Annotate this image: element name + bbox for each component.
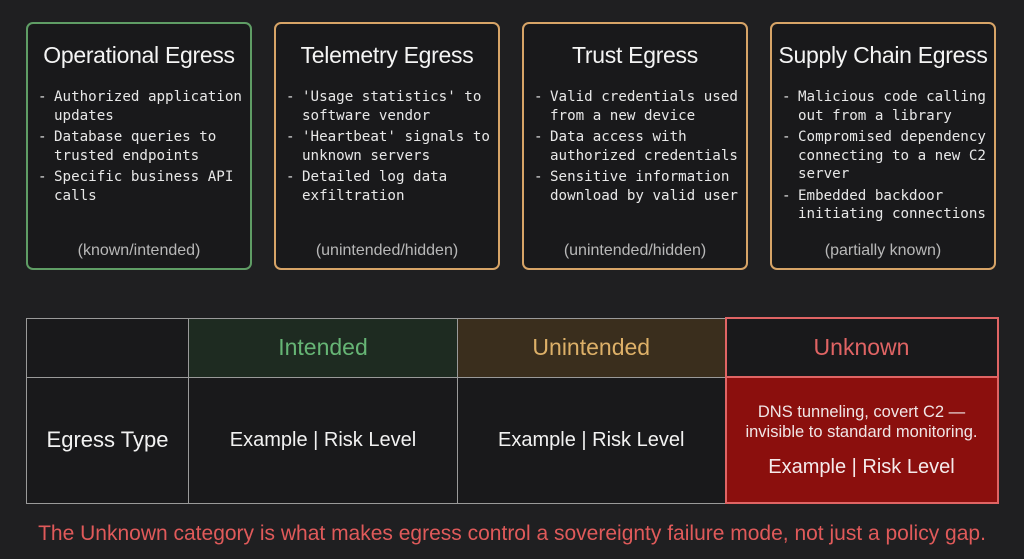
cell-unintended: Example | Risk Level (457, 376, 726, 504)
unknown-desc-line: invisible to standard monitoring. (745, 422, 978, 441)
card-title: Trust Egress (572, 42, 698, 68)
list-item: Specific business API calls (36, 168, 246, 205)
card-footer: (unintended/hidden) (563, 242, 707, 259)
list-item: Database queries to trusted endpoints (36, 128, 246, 165)
footer-note: The Unknown category is what makes egres… (38, 522, 986, 545)
card-footer: (known/intended) (77, 242, 201, 259)
card-list: Authorized application updates Database … (36, 88, 246, 208)
list-item: Valid credentials used from a new device (532, 88, 742, 125)
header-intended: Intended (188, 317, 458, 378)
list-item: Authorized application updates (36, 88, 246, 125)
card-title: Telemetry Egress (300, 42, 474, 68)
card-operational-egress: Operational Egress Authorized applicatio… (26, 22, 252, 270)
matrix-row: Egress Type Example | Risk Level Example… (26, 376, 999, 504)
unknown-description: DNS tunneling, covert C2 — invisible to … (727, 402, 997, 442)
card-footer: (unintended/hidden) (315, 242, 459, 259)
unknown-desc-line: DNS tunneling, covert C2 — (757, 402, 966, 421)
list-item: Sensitive information download by valid … (532, 168, 742, 205)
header-unintended: Unintended (457, 317, 726, 378)
matrix-header-row: Intended Unintended Unknown (26, 317, 999, 378)
list-item: Data access with authorized credentials (532, 128, 742, 165)
list-item: 'Heartbeat' signals to unknown servers (284, 128, 494, 165)
header-unknown: Unknown (724, 317, 999, 378)
matrix-corner (26, 317, 189, 378)
list-item: Detailed log data exfiltration (284, 168, 494, 205)
row-label: Egress Type (26, 376, 189, 504)
unknown-example: Example | Risk Level (768, 455, 955, 478)
list-item: Malicious code calling out from a librar… (780, 88, 990, 125)
card-supply-chain-egress: Supply Chain Egress Malicious code calli… (770, 22, 996, 270)
list-item: Embedded backdoor initiating connections (780, 187, 990, 224)
card-list: Malicious code calling out from a librar… (780, 88, 990, 227)
card-trust-egress: Trust Egress Valid credentials used from… (522, 22, 748, 270)
list-item: 'Usage statistics' to software vendor (284, 88, 494, 125)
card-list: Valid credentials used from a new device… (532, 88, 742, 208)
card-title: Operational Egress (43, 42, 235, 68)
card-telemetry-egress: Telemetry Egress 'Usage statistics' to s… (274, 22, 500, 270)
card-title: Supply Chain Egress (778, 42, 988, 68)
card-footer: (partially known) (824, 242, 942, 259)
cell-unknown: DNS tunneling, covert C2 — invisible to … (724, 376, 999, 504)
card-list: 'Usage statistics' to software vendor 'H… (284, 88, 494, 208)
list-item: Compromised dependency connecting to a n… (780, 128, 990, 184)
cell-intended: Example | Risk Level (188, 376, 458, 504)
egress-matrix: Intended Unintended Unknown Egress Type … (26, 317, 999, 504)
